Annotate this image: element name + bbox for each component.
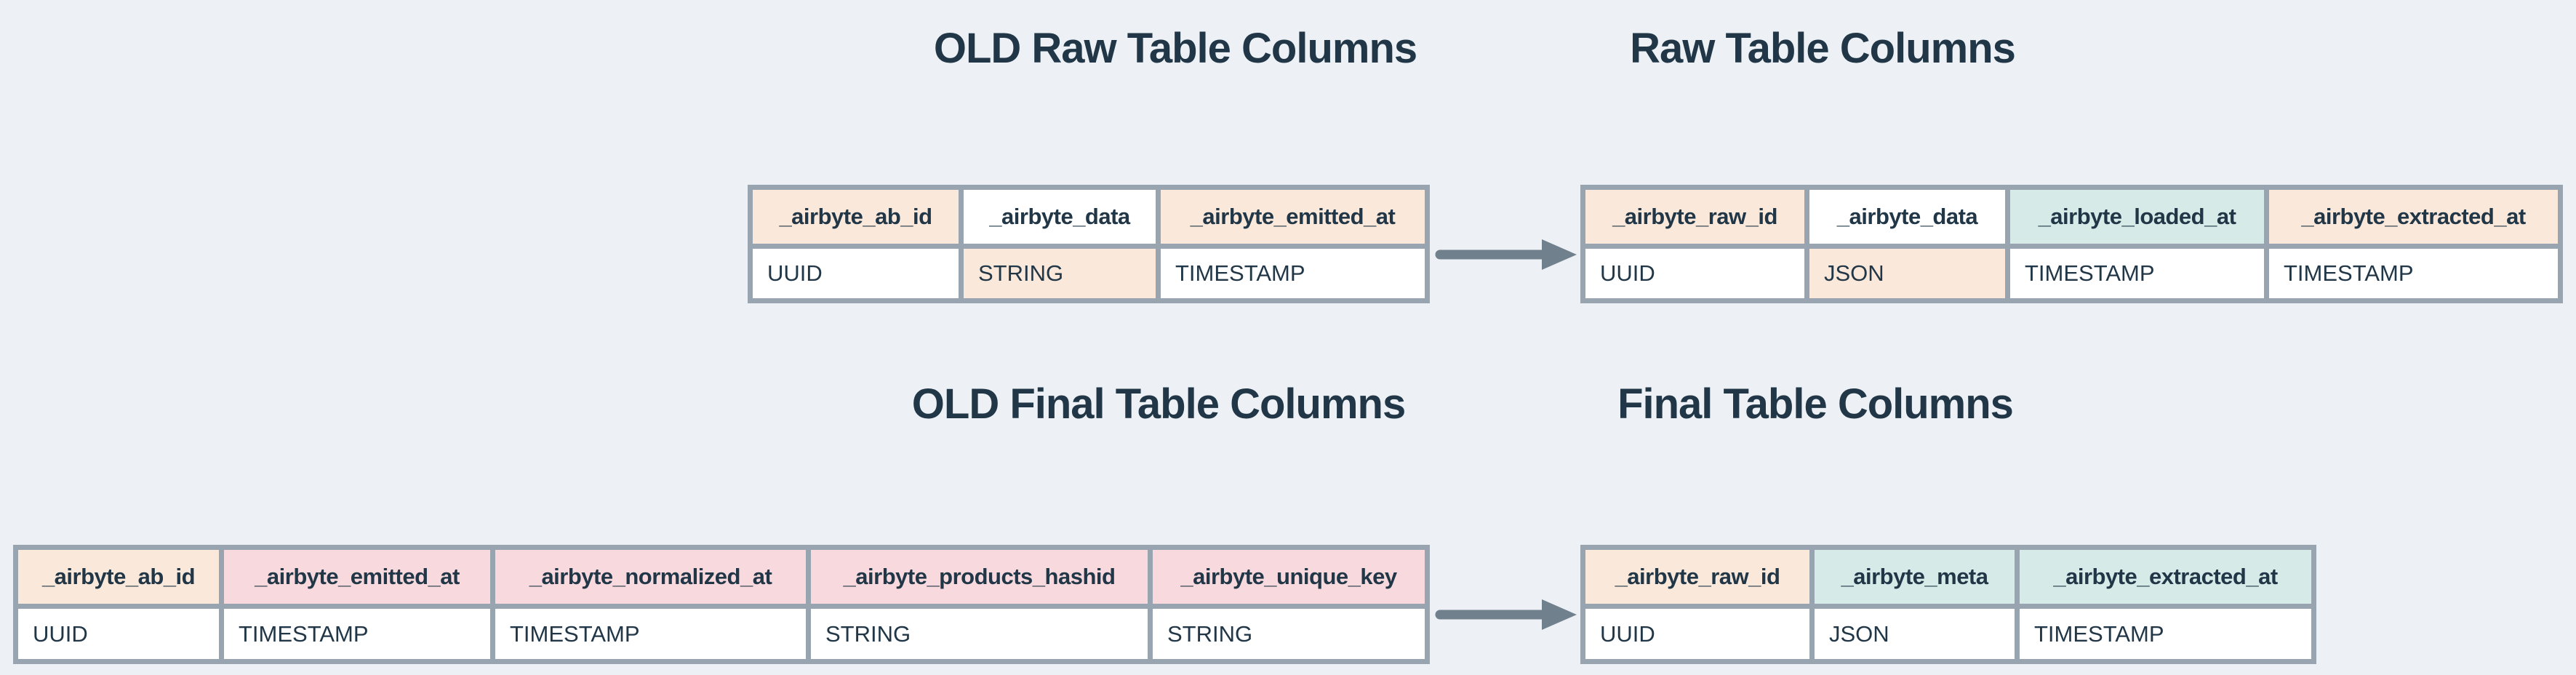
column-header: _airbyte_ab_id [753,190,964,244]
column-type: JSON [1809,249,2010,298]
column-type: JSON [1815,609,2020,659]
column-header: _airbyte_unique_key [1153,550,1425,604]
column-header: _airbyte_loaded_at [2010,190,2269,244]
column-type: TIMESTAMP [495,609,811,659]
column-type: STRING [1153,609,1425,659]
column-type: UUID [753,249,964,298]
raw-header-row: _airbyte_raw_id _airbyte_data _airbyte_l… [1585,190,2558,249]
final-type-row: UUID JSON TIMESTAMP [1585,609,2311,659]
column-type: TIMESTAMP [224,609,495,659]
column-header: _airbyte_normalized_at [495,550,811,604]
column-type: STRING [964,249,1161,298]
column-type: TIMESTAMP [2269,249,2558,298]
column-header: _airbyte_emitted_at [224,550,495,604]
column-header: _airbyte_raw_id [1585,190,1809,244]
column-header: _airbyte_extracted_at [2269,190,2558,244]
old-raw-table: _airbyte_ab_id _airbyte_data _airbyte_em… [748,185,1430,303]
old-raw-header-row: _airbyte_ab_id _airbyte_data _airbyte_em… [753,190,1425,249]
column-type: UUID [1585,249,1809,298]
raw-type-row: UUID JSON TIMESTAMP TIMESTAMP [1585,249,2558,298]
column-type: UUID [18,609,224,659]
column-header: _airbyte_emitted_at [1161,190,1425,244]
old-final-header-row: _airbyte_ab_id _airbyte_emitted_at _airb… [18,550,1425,609]
column-header: _airbyte_data [964,190,1161,244]
column-type: TIMESTAMP [2010,249,2269,298]
raw-table-title: Raw Table Columns [1630,25,2016,72]
raw-table: _airbyte_raw_id _airbyte_data _airbyte_l… [1580,185,2563,303]
arrow-right-icon [1435,239,1577,270]
final-table-title: Final Table Columns [1617,380,2014,428]
column-type: TIMESTAMP [2020,609,2311,659]
old-final-type-row: UUID TIMESTAMP TIMESTAMP STRING STRING [18,609,1425,659]
old-final-table: _airbyte_ab_id _airbyte_emitted_at _airb… [13,545,1430,664]
old-raw-table-title: OLD Raw Table Columns [933,25,1417,72]
column-type: UUID [1585,609,1815,659]
column-header: _airbyte_data [1809,190,2010,244]
old-raw-type-row: UUID STRING TIMESTAMP [753,249,1425,298]
column-type: STRING [811,609,1153,659]
column-header: _airbyte_raw_id [1585,550,1815,604]
column-header: _airbyte_ab_id [18,550,224,604]
old-final-table-title: OLD Final Table Columns [911,380,1406,428]
arrow-right-icon [1435,599,1577,630]
column-header: _airbyte_extracted_at [2020,550,2311,604]
final-header-row: _airbyte_raw_id _airbyte_meta _airbyte_e… [1585,550,2311,609]
column-type: TIMESTAMP [1161,249,1425,298]
final-table: _airbyte_raw_id _airbyte_meta _airbyte_e… [1580,545,2316,664]
column-header: _airbyte_products_hashid [811,550,1153,604]
column-header: _airbyte_meta [1815,550,2020,604]
